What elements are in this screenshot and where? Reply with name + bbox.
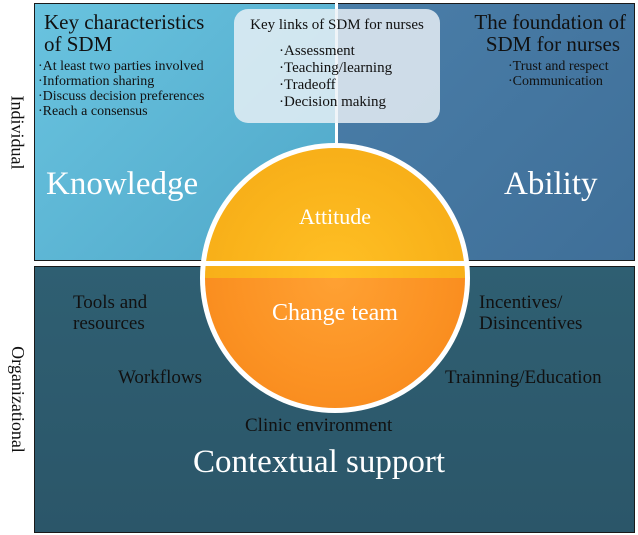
contextual-support-label: Contextual support bbox=[193, 444, 446, 480]
tools-line1: Tools and bbox=[73, 292, 148, 313]
individual-side-label: Individual bbox=[0, 3, 34, 261]
list-item: ·Tradeoff bbox=[279, 77, 336, 93]
circle-divider bbox=[205, 261, 465, 266]
tools-and-resources-label: Tools and resources bbox=[73, 292, 147, 334]
organizational-side-label: Organizational bbox=[0, 266, 34, 533]
change-team-label: Change team bbox=[272, 300, 398, 326]
list-item: ·Reach a consensus bbox=[38, 104, 148, 119]
vertical-divider bbox=[335, 3, 338, 261]
training-education-label: Trainning/Education bbox=[445, 367, 602, 388]
attitude-label: Attitude bbox=[298, 204, 372, 229]
knowledge-title-line2: of SDM bbox=[44, 32, 113, 56]
ability-foundation-list: ·Trust and respect ·Communication bbox=[508, 59, 609, 89]
key-links-title: Key links of SDM for nurses bbox=[250, 17, 424, 33]
tools-line2: resources bbox=[73, 313, 145, 334]
list-item: ·At least two parties involved bbox=[38, 59, 204, 74]
key-links-box: Key links of SDM for nurses ·Assessment … bbox=[234, 9, 440, 123]
incentives-line2: Disincentives bbox=[479, 313, 583, 334]
workflows-label: Workflows bbox=[118, 367, 202, 388]
list-item: ·Discuss decision preferences bbox=[38, 89, 205, 104]
ability-title-line1: The foundation of bbox=[474, 10, 626, 34]
clinic-environment-label: Clinic environment bbox=[245, 415, 393, 436]
organizational-label-text: Organizational bbox=[7, 346, 28, 453]
list-item: ·Assessment bbox=[279, 43, 355, 59]
knowledge-title-line1: Key characteristics bbox=[44, 10, 205, 34]
list-item: ·Communication bbox=[508, 74, 603, 89]
list-item: ·Information sharing bbox=[38, 74, 155, 89]
list-item: ·Trust and respect bbox=[508, 59, 609, 74]
list-item: ·Teaching/learning bbox=[279, 60, 393, 76]
key-links-list: ·Assessment ·Teaching/learning ·Tradeoff… bbox=[279, 43, 392, 111]
ability-title: The foundation of SDM for nurses bbox=[474, 11, 626, 55]
individual-label-text: Individual bbox=[7, 95, 28, 169]
knowledge-characteristics-list: ·At least two parties involved ·Informat… bbox=[38, 59, 204, 119]
incentives-label: Incentives/ Disincentives bbox=[479, 292, 582, 334]
knowledge-label: Knowledge bbox=[46, 166, 199, 202]
ability-title-line2: SDM for nurses bbox=[485, 32, 620, 56]
incentives-line1: Incentives/ bbox=[479, 292, 563, 313]
list-item: ·Decision making bbox=[279, 94, 387, 110]
knowledge-title: Key characteristics of SDM bbox=[44, 11, 204, 55]
ability-label: Ability bbox=[504, 166, 598, 202]
